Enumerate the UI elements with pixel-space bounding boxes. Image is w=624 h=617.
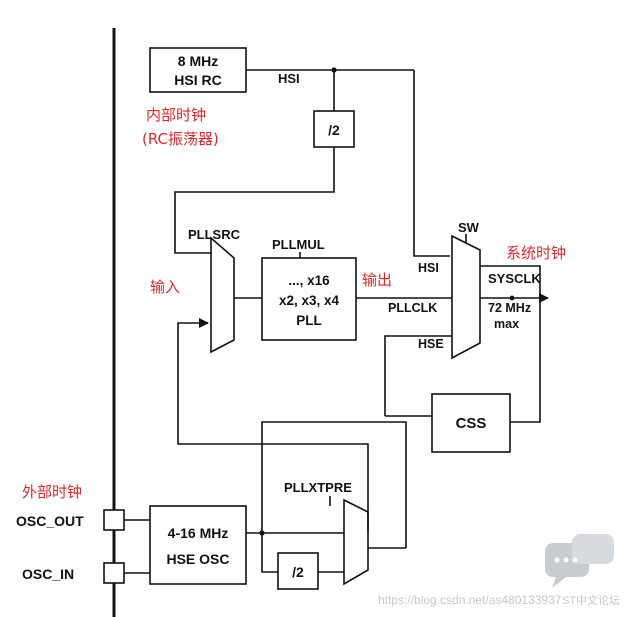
css-label: CSS xyxy=(456,415,487,432)
pll-label-line1: ..., x16 xyxy=(288,273,330,288)
sysclk-to-css-wire xyxy=(480,265,541,423)
sw-mux xyxy=(451,234,481,360)
osc-in-pin xyxy=(103,562,125,584)
annotation-output: 输出 xyxy=(362,271,392,289)
sw-label: SW xyxy=(458,220,480,235)
hsi-div2-label: /2 xyxy=(328,122,340,138)
watermark-url: https://blog.csdn.net/as480133937 xyxy=(378,593,562,607)
sysclk-max-label: max xyxy=(494,317,519,331)
sysclk-junction-dot xyxy=(509,295,515,301)
pll-label-line3: PLL xyxy=(296,313,322,328)
hse-to-sw-wire xyxy=(261,421,407,548)
sw-input-hse-label: HSE xyxy=(418,337,444,351)
pllxtpre-to-pllsrc-wire xyxy=(177,318,369,532)
hsi-wire-label: HSI xyxy=(278,71,300,86)
pllsrc-label: PLLSRC xyxy=(188,227,241,242)
hsi-to-sw-wire xyxy=(413,70,450,257)
annotation-system-clock: 系统时钟 xyxy=(506,244,566,262)
hse-to-div2-wire xyxy=(261,533,278,573)
osc-out-pin xyxy=(103,509,125,531)
hse-div2-block xyxy=(277,552,319,590)
watermark-brand: ST中文论坛 xyxy=(562,593,620,607)
hsi-rc-label-line2: HSI RC xyxy=(174,72,221,88)
pll-block xyxy=(261,257,357,341)
annotation-external-clock: 外部时钟 xyxy=(22,483,82,501)
sw-input-pllclk-label: PLLCLK xyxy=(388,301,437,315)
pllxtpre-label: PLLXTPRE xyxy=(284,480,352,495)
hsi-div2-block xyxy=(313,110,355,148)
sw-input-hsi-label: HSI xyxy=(418,261,439,275)
hsi-div2-to-pllsrc-wire xyxy=(174,147,335,254)
chat-bubble-icon xyxy=(545,534,614,588)
hse-osc-label-line2: HSE OSC xyxy=(166,551,229,567)
hse-to-sw-input xyxy=(384,335,452,416)
osc-in-label: OSC_IN xyxy=(22,566,74,582)
pllsrc-mux xyxy=(210,236,235,354)
hsi-rc-label-line1: 8 MHz xyxy=(178,53,218,69)
sysclk-label: SYSCLK xyxy=(488,271,541,286)
css-block xyxy=(431,393,511,453)
sysclk-freq-label: 72 MHz xyxy=(488,301,531,315)
hse-osc-label-line1: 4-16 MHz xyxy=(168,525,229,541)
pllmul-label: PLLMUL xyxy=(272,237,325,252)
pllxtpre-mux xyxy=(343,498,369,586)
hse-div2-label: /2 xyxy=(292,564,304,580)
annotation-input: 输入 xyxy=(150,278,180,296)
annotation-rc-oscillator: (RC振荡器) xyxy=(142,130,219,148)
hse-osc-block xyxy=(149,505,247,585)
osc-out-label: OSC_OUT xyxy=(16,513,84,529)
annotation-internal-clock: 内部时钟 xyxy=(146,106,206,124)
pll-label-line2: x2, x3, x4 xyxy=(279,293,340,308)
